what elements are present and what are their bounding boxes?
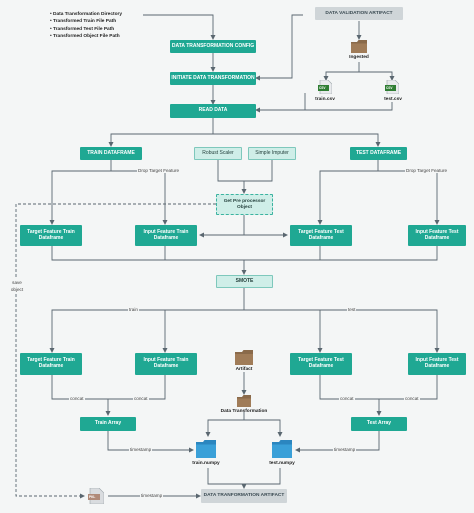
concat-label: concat <box>133 396 149 401</box>
read-data-node: READ DATA <box>170 104 256 118</box>
test-csv-label: test.csv <box>384 97 402 102</box>
drop-target-label: Drop Target Feature <box>137 168 181 173</box>
train-csv-label: train.csv <box>315 97 335 102</box>
folder-icon <box>235 350 253 365</box>
folder-icon <box>196 440 216 458</box>
save-object-label: save object <box>6 279 28 293</box>
input-feature-test-node: Input Feature Test Dataframe <box>408 225 466 246</box>
ingested-label: Ingested <box>349 55 369 60</box>
test-dataframe-node: TEST DATAFRAME <box>350 147 407 160</box>
test-label: test <box>347 307 357 312</box>
concat-label: concat <box>69 396 85 401</box>
preprocessor-object-node: Get Pre processor Object <box>216 194 273 215</box>
test-array-node: Test Array <box>351 417 407 431</box>
test-numpy-label: test.numpy <box>269 461 295 466</box>
data-transformation-artifact-node: DATA TRANFORMATION ARTIFACT <box>201 489 287 503</box>
pkl-badge: PKL <box>89 495 96 499</box>
artifact-label: Artifact <box>235 367 253 372</box>
smote-node: SMOTE <box>216 275 273 288</box>
csv-file-icon <box>318 80 332 94</box>
data-transformation-config-node: DATA TRANSFORMATION CONFIG <box>170 40 256 53</box>
timestamp-label: timestamp <box>140 493 164 498</box>
train-dataframe-node: TRAIN DATAFRAME <box>80 147 142 160</box>
target-feature-test-node: Target Feature Test Dataframe <box>290 353 352 375</box>
pkl-file-icon <box>88 488 104 504</box>
output-paths-list: Data Transformation Directory Transforme… <box>50 11 122 40</box>
input-feature-train-node: Input Feature Train Dataframe <box>135 353 197 375</box>
target-feature-train-node: Target Feature Train Dataframe <box>20 353 82 375</box>
train-label: train <box>128 307 139 312</box>
folder-icon <box>351 40 367 53</box>
folder-icon <box>237 395 251 407</box>
note-item: Data Transformation Directory <box>50 11 122 18</box>
note-item: Transformed Object File Path <box>50 33 122 40</box>
concat-label: concat <box>339 396 355 401</box>
csv-file-icon <box>385 80 399 94</box>
csv-badge: CSV <box>319 86 326 90</box>
timestamp-label: timestamp <box>333 447 357 452</box>
concat-label: concat <box>404 396 420 401</box>
note-item: Transformed Train File Path <box>50 18 122 25</box>
data-transformation-label: Data Transformation <box>220 409 268 414</box>
train-array-node: Train Array <box>80 417 136 431</box>
data-validation-artifact-node: DATA VALIDATION ARTIFACT <box>315 7 403 20</box>
simple-imputer-node: Simple Imputer <box>248 147 296 160</box>
drop-target-label: Drop Target Feature <box>405 168 449 173</box>
input-feature-train-node: Input Feature Train Dataframe <box>135 225 197 246</box>
note-item: Transformed Test File Path <box>50 26 122 33</box>
csv-badge: CSV <box>386 86 393 90</box>
train-numpy-label: train.numpy <box>192 461 220 466</box>
target-feature-train-node: Target Feature Train Dataframe <box>20 225 82 246</box>
target-feature-test-node: Target Feature Test Dataframe <box>290 225 352 246</box>
robust-scaler-node: Robust Scaler <box>194 147 242 160</box>
folder-icon <box>272 440 292 458</box>
input-feature-test-node: Input Feature Test Dataframe <box>408 353 466 375</box>
initiate-data-transformation-node: INITIATE DATA TRANSFORMATION <box>170 72 256 85</box>
timestamp-label: timestamp <box>129 447 153 452</box>
